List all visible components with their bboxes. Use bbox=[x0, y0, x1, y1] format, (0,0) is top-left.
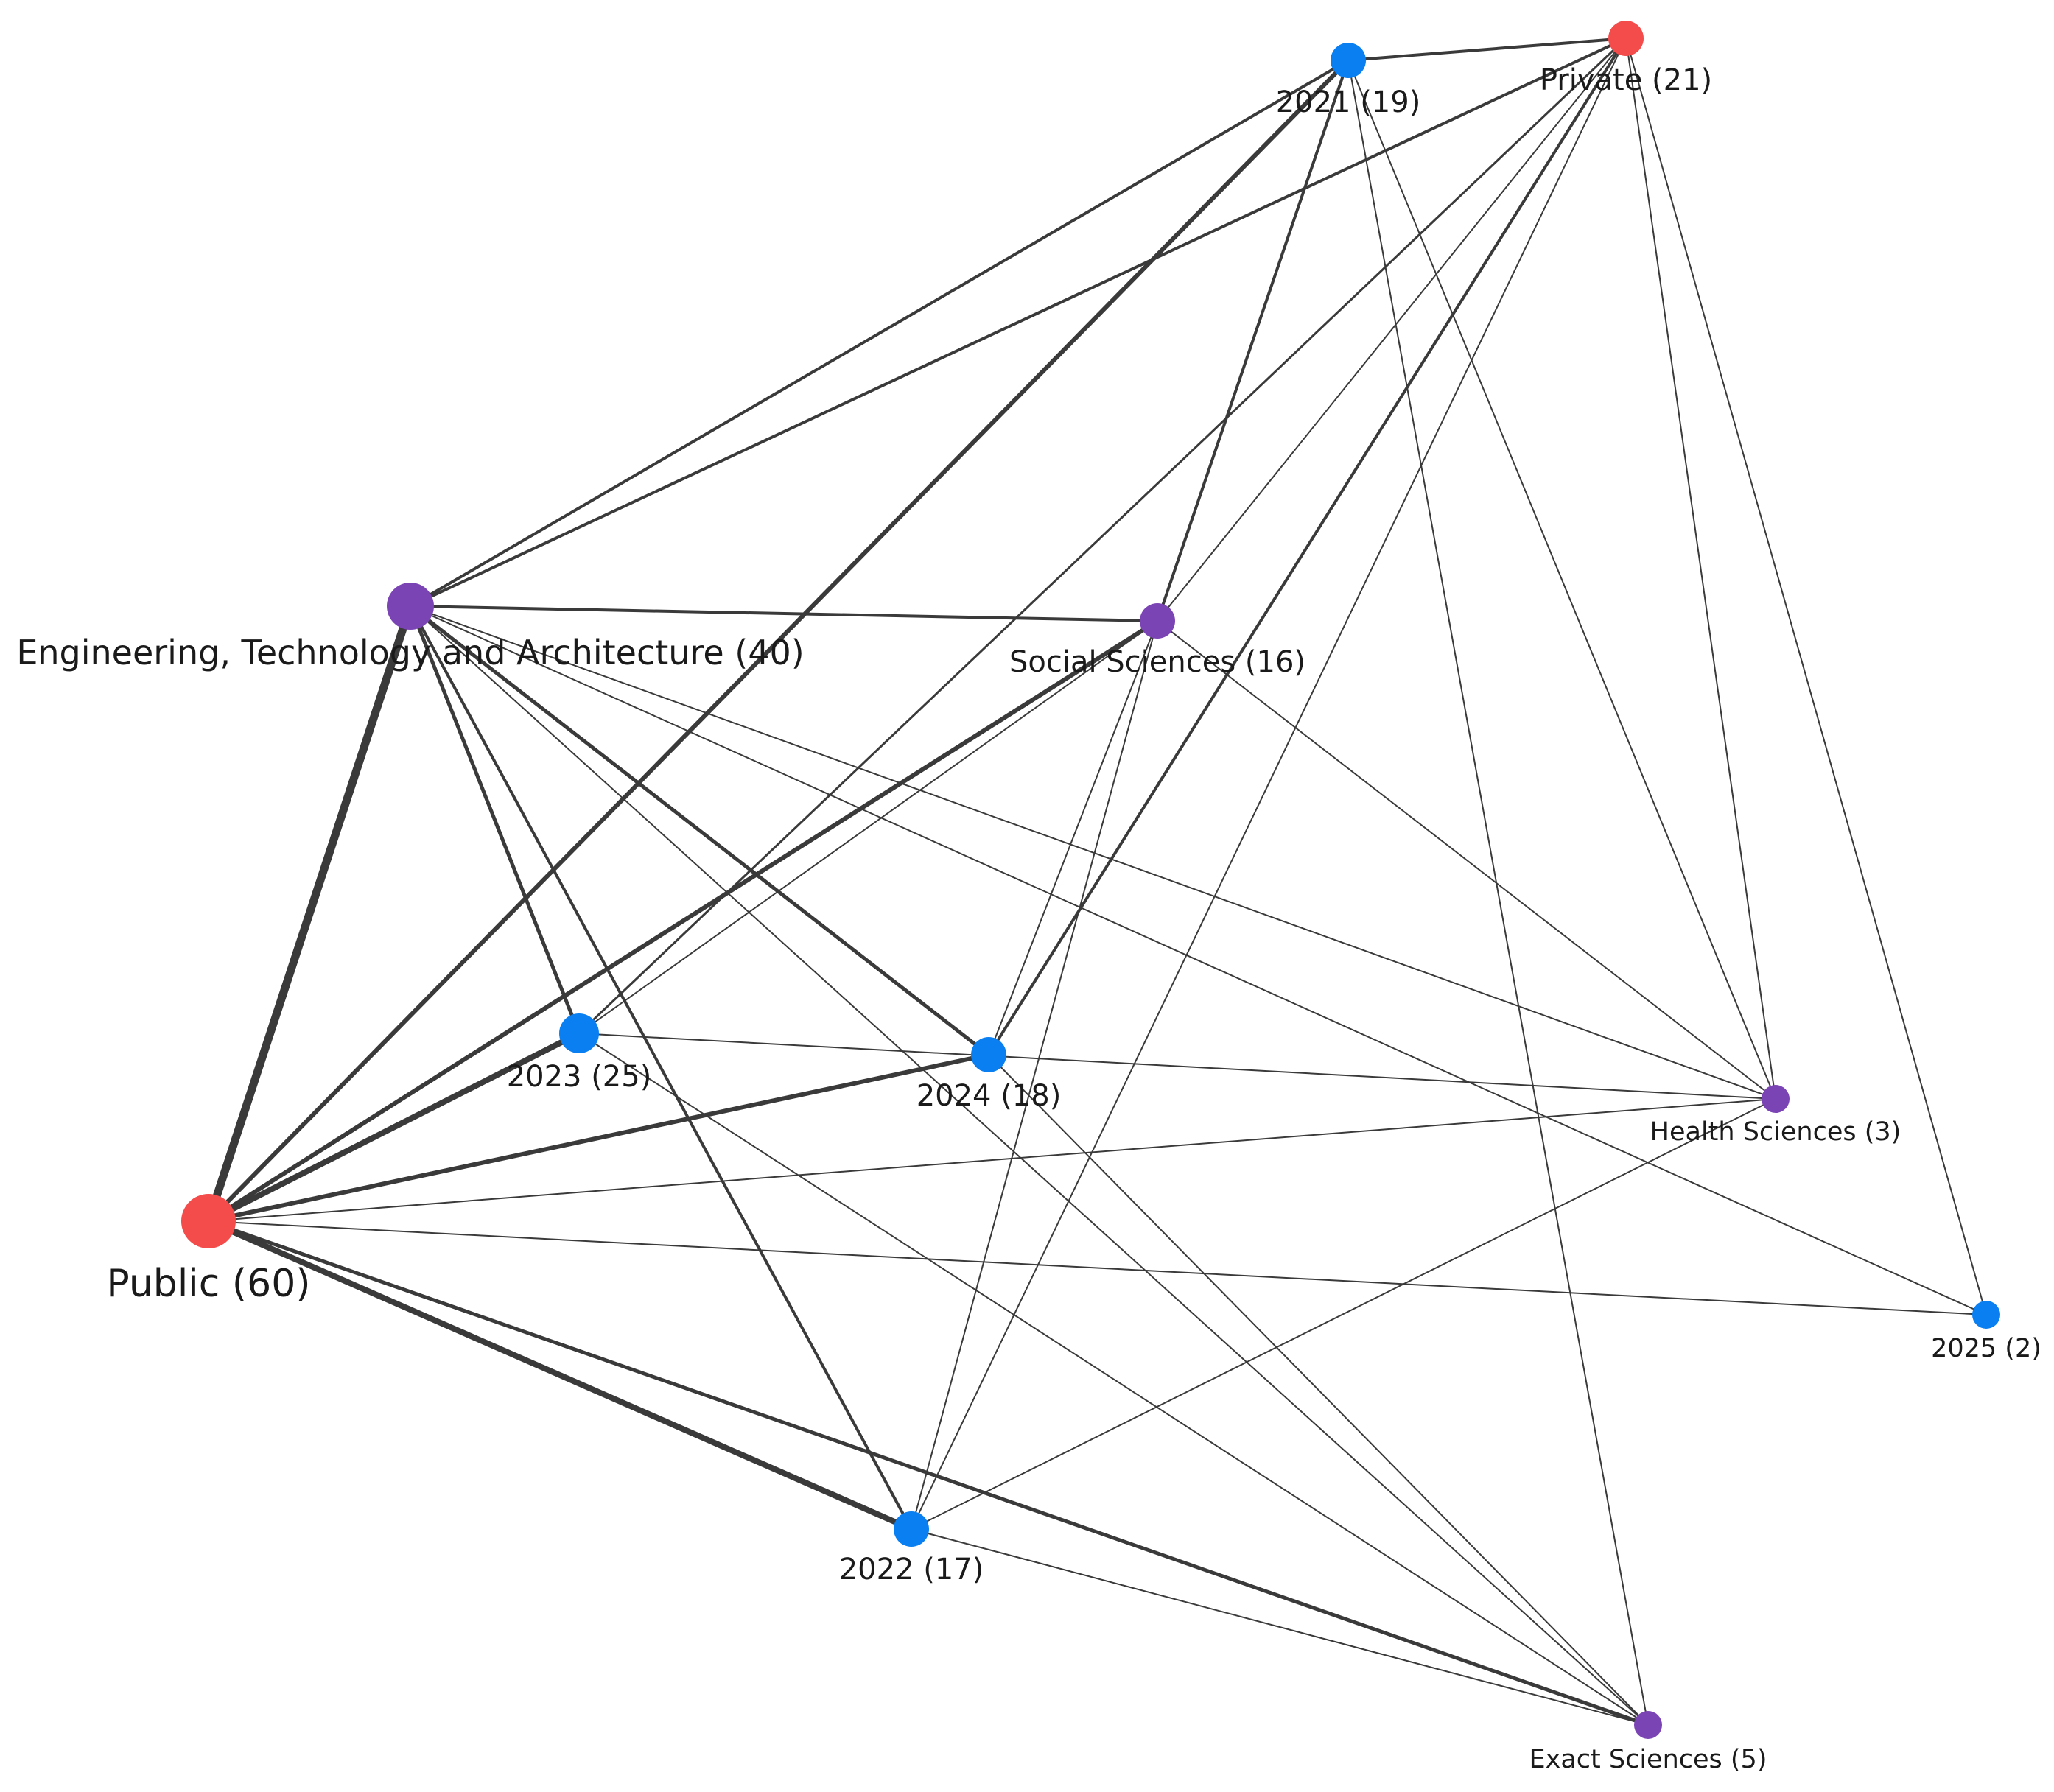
edge-y2024-exa bbox=[988, 1054, 1649, 1726]
edge-private-y2021 bbox=[1347, 37, 1627, 62]
edge-public-y2025 bbox=[208, 1220, 1987, 1315]
node-eng bbox=[387, 583, 434, 630]
node-layer bbox=[181, 21, 2000, 1739]
node-label-public: Public (60) bbox=[106, 1262, 310, 1306]
edge-eng-y2023 bbox=[408, 605, 581, 1034]
node-private bbox=[1608, 21, 1644, 56]
node-y2022 bbox=[894, 1511, 929, 1547]
node-y2025 bbox=[1972, 1301, 2000, 1329]
node-label-soc: Social Sciences (16) bbox=[1009, 645, 1305, 679]
node-y2023 bbox=[559, 1013, 599, 1053]
edge-eng-soc bbox=[410, 605, 1158, 622]
node-label-hea: Health Sciences (3) bbox=[1650, 1117, 1901, 1147]
edge-private-y2022 bbox=[911, 38, 1627, 1530]
node-hea bbox=[1762, 1085, 1790, 1113]
edge-public-exa bbox=[208, 1219, 1649, 1727]
node-label-y2023: 2023 (25) bbox=[507, 1060, 652, 1094]
edge-public-eng bbox=[204, 605, 415, 1223]
node-label-y2024: 2024 (18) bbox=[916, 1079, 1062, 1113]
edge-private-soc bbox=[1157, 38, 1627, 622]
edge-eng-y2024 bbox=[409, 605, 990, 1056]
edge-eng-y2022 bbox=[409, 605, 913, 1530]
edge-y2023-exa bbox=[578, 1033, 1649, 1726]
node-public bbox=[181, 1194, 236, 1248]
node-y2021 bbox=[1331, 43, 1366, 78]
edge-layer bbox=[204, 37, 1987, 1727]
edge-soc-y2022 bbox=[911, 620, 1158, 1530]
node-exa bbox=[1634, 1711, 1662, 1739]
node-label-y2022: 2022 (17) bbox=[839, 1553, 984, 1587]
node-label-eng: Engineering, Technology and Architecture… bbox=[16, 633, 804, 672]
edge-y2022-exa bbox=[911, 1528, 1649, 1726]
edge-soc-y2024 bbox=[988, 620, 1158, 1055]
edge-y2021-hea bbox=[1347, 60, 1776, 1100]
edge-public-y2021 bbox=[206, 58, 1350, 1223]
edge-y2021-exa bbox=[1347, 60, 1649, 1726]
edge-eng-y2025 bbox=[410, 605, 1987, 1315]
edge-eng-hea bbox=[410, 605, 1776, 1100]
node-label-private: Private (21) bbox=[1540, 63, 1712, 97]
node-y2024 bbox=[971, 1037, 1006, 1072]
edge-private-y2025 bbox=[1625, 38, 1987, 1315]
edge-public-hea bbox=[208, 1098, 1776, 1222]
edge-soc-y2021 bbox=[1156, 60, 1350, 622]
edge-private-y2024 bbox=[987, 37, 1627, 1056]
edge-public-y2023 bbox=[207, 1030, 581, 1224]
edge-eng-exa bbox=[410, 605, 1649, 1726]
label-layer: Public (60) Private (21) 2021 (19) 2022 (17… bbox=[16, 63, 2041, 1774]
edge-private-hea bbox=[1625, 38, 1776, 1100]
edge-eng-y2021 bbox=[409, 59, 1350, 608]
edge-y2023-hea bbox=[578, 1033, 1776, 1100]
node-soc bbox=[1140, 603, 1175, 639]
edge-public-soc bbox=[207, 619, 1159, 1223]
edge-private-y2023 bbox=[578, 37, 1627, 1035]
edge-public-y2024 bbox=[208, 1053, 989, 1223]
node-label-y2025: 2025 (2) bbox=[1931, 1334, 2041, 1363]
edge-soc-y2023 bbox=[578, 620, 1158, 1034]
edge-public-y2022 bbox=[207, 1218, 913, 1532]
node-label-exa: Exact Sciences (5) bbox=[1529, 1745, 1767, 1774]
edge-soc-hea bbox=[1157, 620, 1776, 1100]
node-label-y2021: 2021 (19) bbox=[1276, 85, 1421, 119]
edge-private-eng bbox=[410, 37, 1627, 608]
edge-y2022-hea bbox=[911, 1098, 1776, 1530]
